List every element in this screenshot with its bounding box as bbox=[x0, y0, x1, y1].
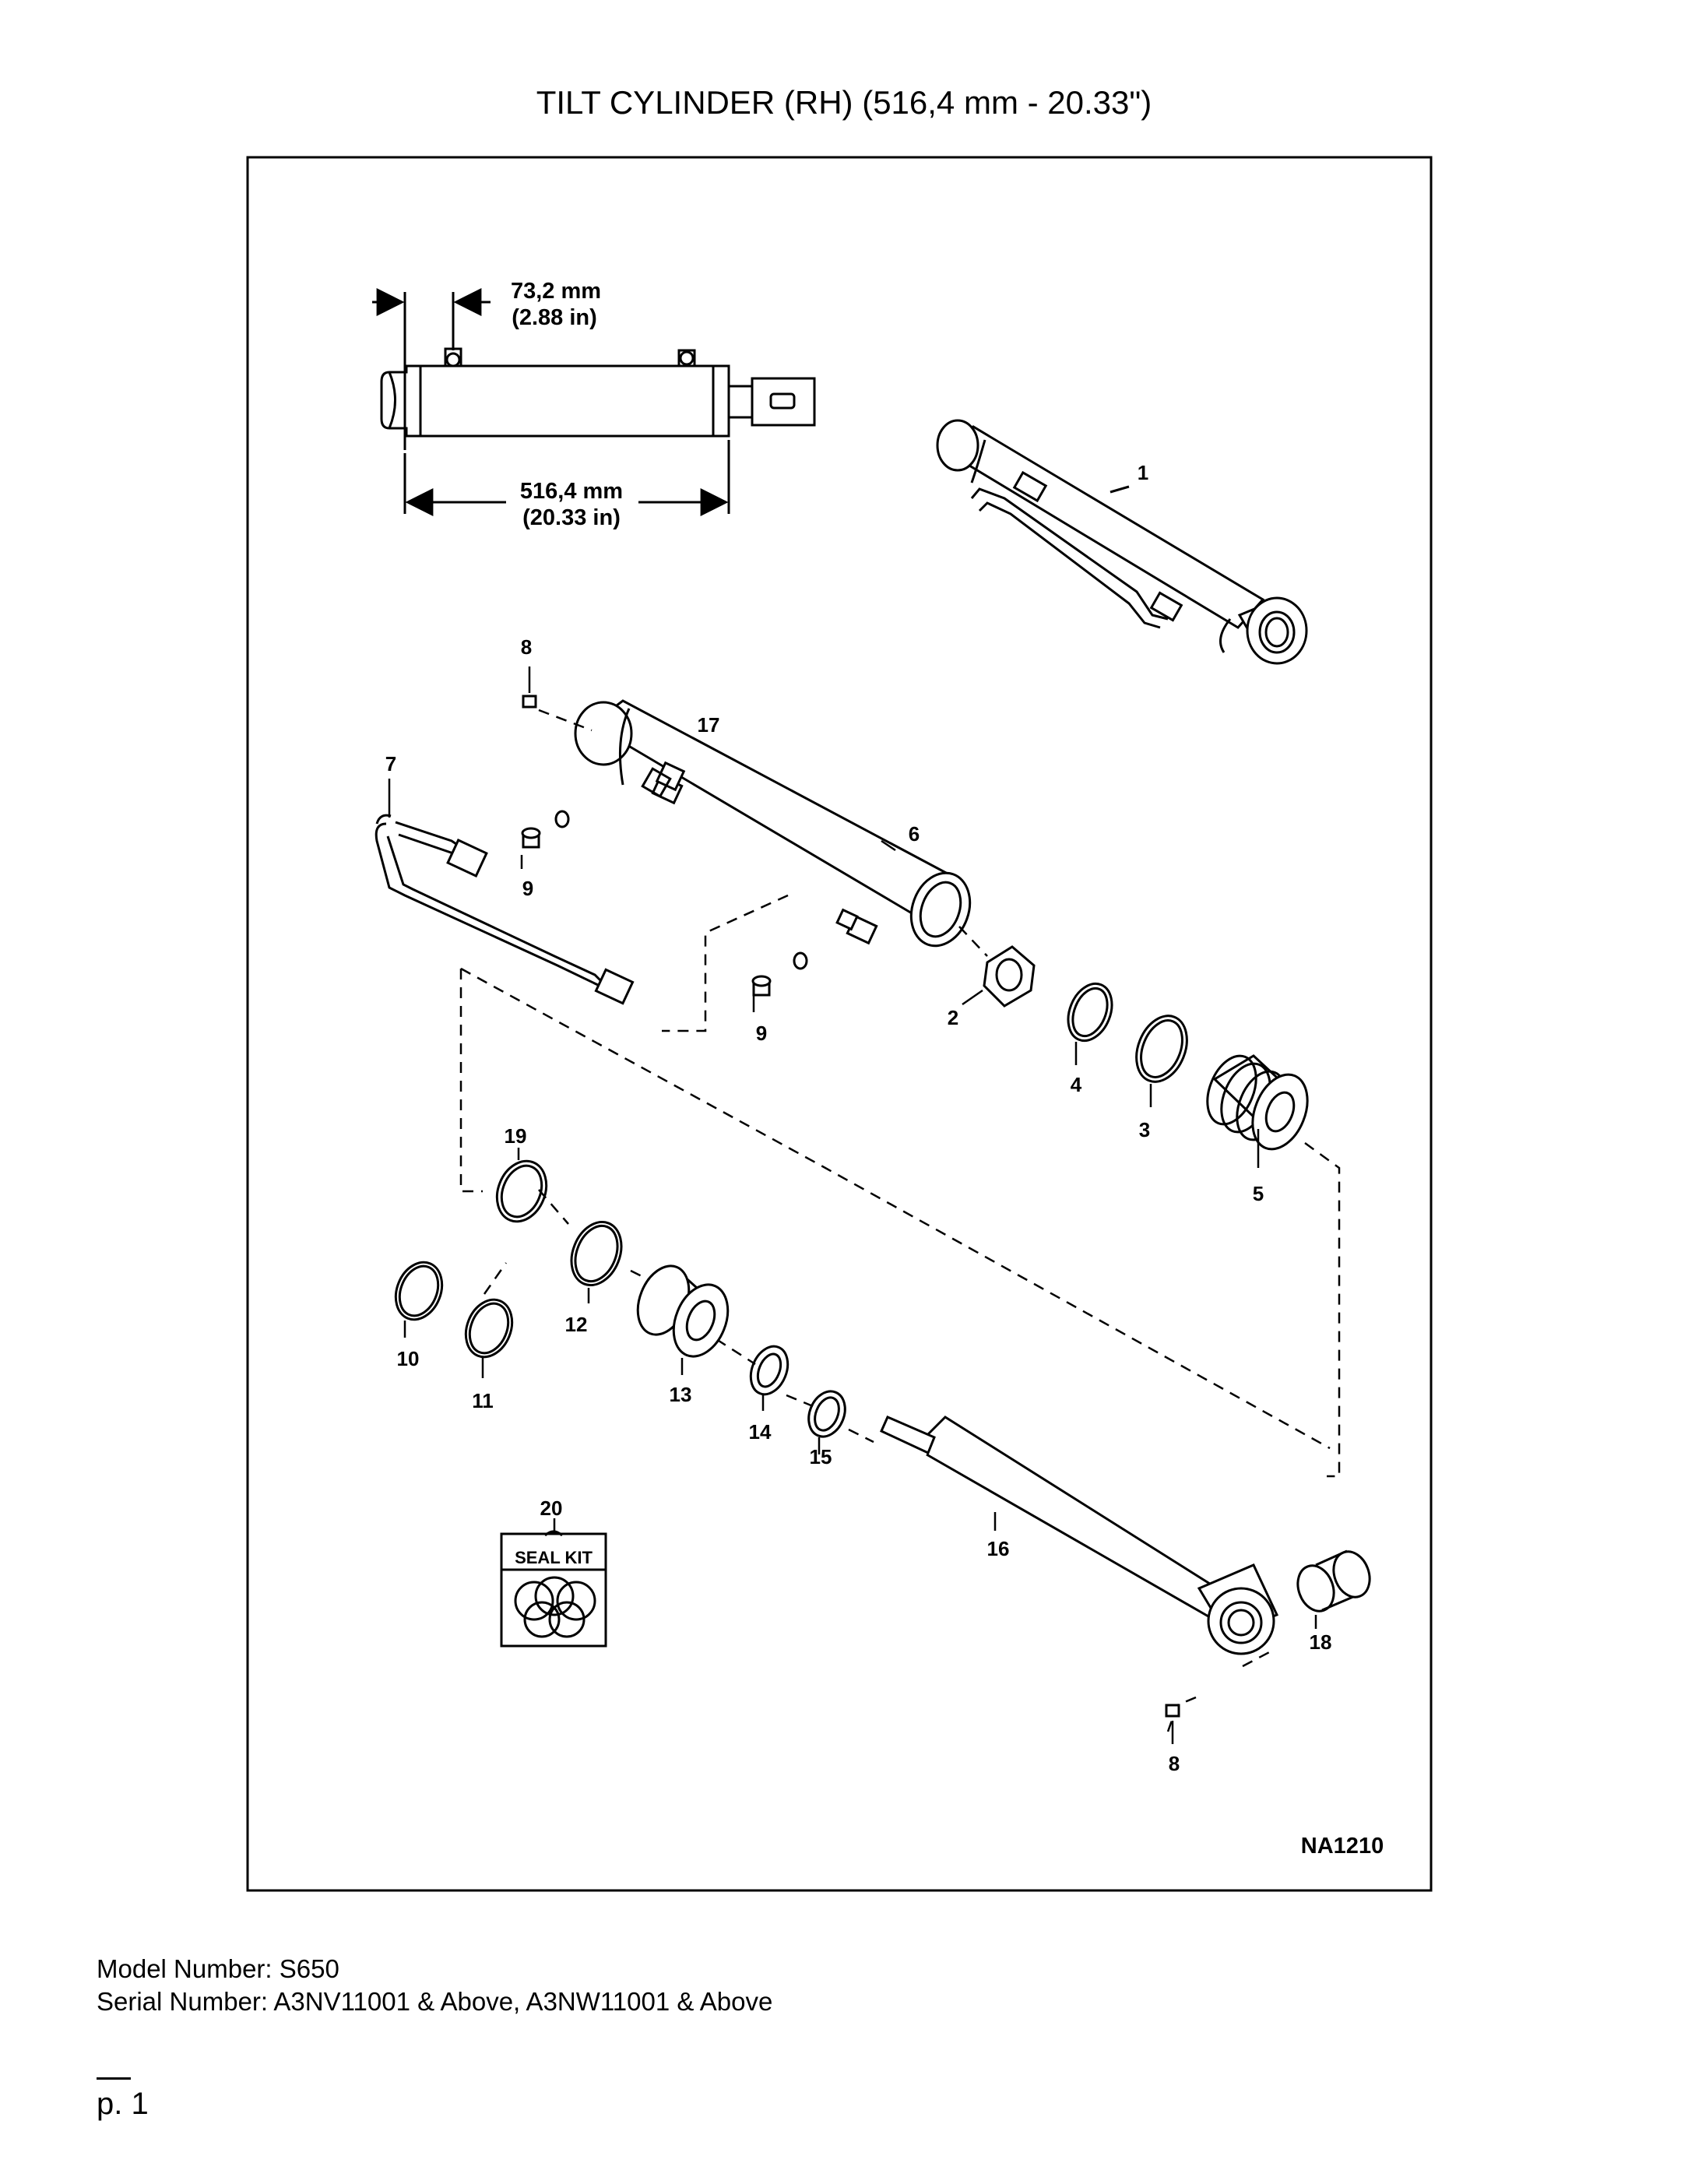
callout-16: 16 bbox=[987, 1537, 1010, 1560]
callout-11: 11 bbox=[472, 1389, 494, 1412]
serial-number: Serial Number: A3NV11001 & Above, A3NW11… bbox=[97, 1987, 773, 2016]
callout-5: 5 bbox=[1253, 1182, 1264, 1205]
callout-12: 12 bbox=[565, 1313, 588, 1336]
diagram-frame bbox=[246, 156, 1433, 1892]
model-number: Model Number: S650 bbox=[97, 1954, 339, 1983]
callout-leaders bbox=[388, 666, 1317, 1744]
callout-17: 17 bbox=[698, 713, 720, 737]
callout-8-top: 8 bbox=[521, 635, 532, 659]
callout-20: 20 bbox=[540, 1496, 563, 1520]
callout-1: 1 bbox=[1138, 461, 1148, 484]
gland-and-rod-assembly bbox=[394, 1159, 1371, 1718]
drawing-number: NA1210 bbox=[1301, 1834, 1384, 1859]
assembly-guide-lines bbox=[459, 709, 1341, 1732]
seal-kit-label: SEAL KIT bbox=[515, 1548, 593, 1567]
callout-8-bottom: 8 bbox=[1169, 1752, 1180, 1775]
offset-in-label: (2.88 in) bbox=[512, 305, 597, 330]
callout-15: 15 bbox=[810, 1445, 832, 1468]
page-divider bbox=[97, 2077, 131, 2080]
callout-9-lower: 9 bbox=[756, 1022, 767, 1045]
callout-2: 2 bbox=[948, 1006, 958, 1029]
dimension-view bbox=[372, 288, 816, 516]
callout-4: 4 bbox=[1071, 1073, 1082, 1096]
page-number: p. 1 bbox=[97, 2087, 149, 2121]
callout-9-upper: 9 bbox=[522, 877, 533, 900]
callout-19: 19 bbox=[505, 1124, 527, 1148]
length-in-label: (20.33 in) bbox=[522, 505, 621, 530]
assembled-cylinder bbox=[936, 419, 1308, 665]
callout-14: 14 bbox=[749, 1420, 772, 1444]
seal-kit-box bbox=[500, 1530, 607, 1648]
callout-6: 6 bbox=[909, 822, 920, 846]
offset-mm-label: 73,2 mm bbox=[511, 279, 601, 304]
callout-13: 13 bbox=[670, 1383, 692, 1406]
callout-7: 7 bbox=[385, 752, 396, 775]
barrel-assembly bbox=[375, 695, 1309, 1151]
page-title: TILT CYLINDER (RH) (516,4 mm - 20.33") bbox=[536, 84, 1152, 121]
callout-3: 3 bbox=[1139, 1118, 1150, 1141]
length-mm-label: 516,4 mm bbox=[520, 479, 623, 504]
callout-10: 10 bbox=[397, 1347, 420, 1370]
callout-18: 18 bbox=[1310, 1630, 1332, 1654]
